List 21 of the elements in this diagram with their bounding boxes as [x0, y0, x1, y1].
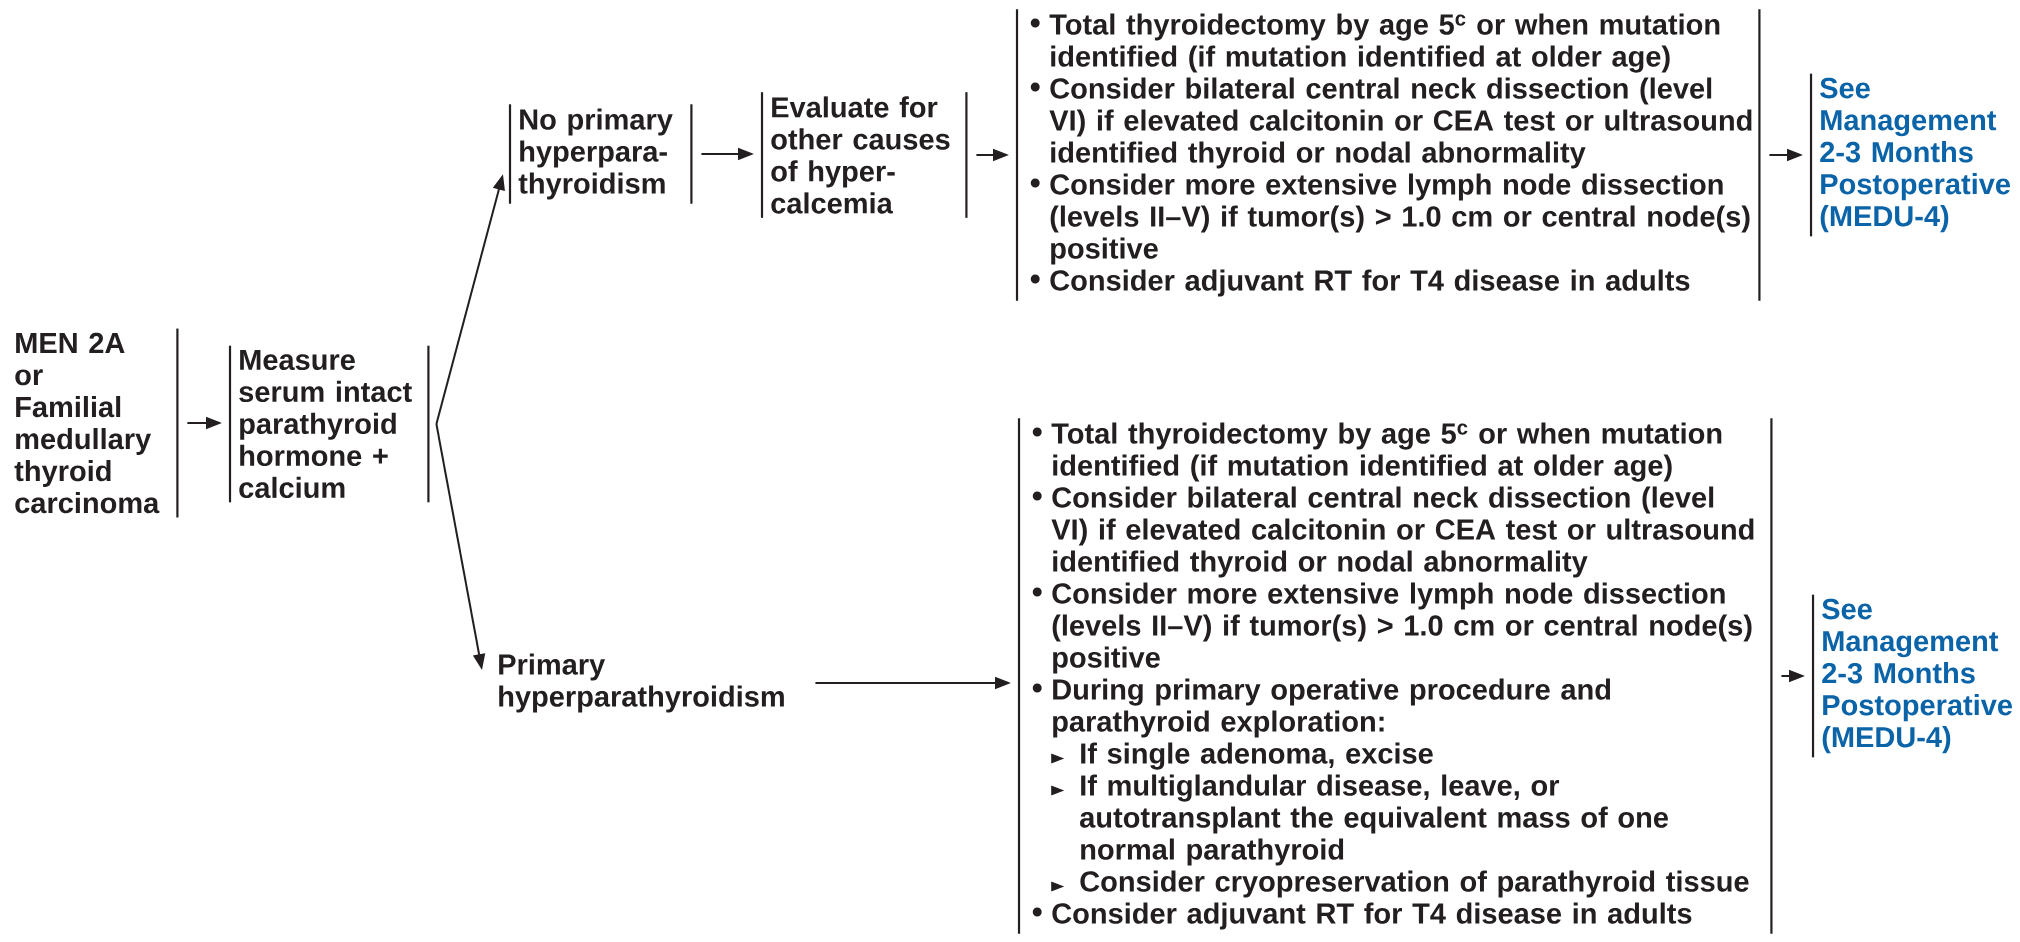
recommendation-box: Total thyroidectomy by age 5$^{c}$ or when mutation identified (if mutation identified at older age) Consider bilateral central neck dissection (level VI) if elevated calcitonin or CEA test or ultrasound identified thyroid or nodal abnormality Consider more extensive lymph node dissection (levels II–V) if tumor(s) > 1.0 cm or central node(s) positive During primary operative procedure and parathyroid exploration: If single adenoma, excise If multiglandular disease, leave, or autotransplant the equivalent mass of one normal parathyroid Consider cryopreservation of parathyroid tissue Consider adjuvant RT for T4 disease in adults — [1017, 418, 1773, 934]
step-box: MEN 2A or Familial medullary thyroid carcinoma — [14, 328, 179, 518]
node-label: Consider adjuvant RT for T4 disease in adults — [1050, 269, 1690, 297]
step-box: Measure serum intact parathyroid hormone + calcium — [228, 345, 430, 503]
step-box: No primary hyperpara-thyroidism — [508, 104, 693, 204]
node-label: Consider cryopreservation of parathyroid tissue — [1080, 870, 1749, 898]
node-label: Total thyroidectomy by age 5$^{c}$ or when mutation identified (if mutation identified at older age) — [1051, 422, 1722, 482]
step-box: Evaluate for other causes of hyper-calcemia — [760, 92, 968, 218]
node-label: Consider bilateral central neck dissection (level VI) if elevated calcitonin or CEA test or ultrasound identified thyroid or nodal abnormality — [1051, 486, 1754, 578]
condition-text: Primary hyperparathyroidism — [499, 653, 784, 713]
node-label: Consider bilateral central neck dissection (level VI) if elevated calcitonin or CEA test or ultrasound identified thyroid or nodal abnormality — [1049, 77, 1752, 169]
node-label: Consider adjuvant RT for T4 disease in adults — [1052, 902, 1692, 930]
node-label: During primary operative procedure and parathyroid exploration: — [1053, 678, 1611, 738]
link-text: See Management 2-3 Months Postoperative (MEDU-4) — [1809, 73, 2010, 237]
link-text: See Management 2-3 Months Postoperative (MEDU-4) — [1811, 594, 2012, 758]
node-label: Consider more extensive lymph node dissection (levels II–V) if tumor(s) > 1.0 cm or central node(s) positive — [1050, 173, 1750, 265]
node-label: Consider more extensive lymph node dissection (levels II–V) if tumor(s) > 1.0 cm or central node(s) positive — [1052, 582, 1752, 674]
recommendation-box: Total thyroidectomy by age 5$^{c}$ or when mutation identified (if mutation identified at older age) Consider bilateral central neck dissection (level VI) if elevated calcitonin or CEA test or ultrasound identified thyroid or nodal abnormality Consider more extensive lymph node dissection (levels II–V) if tumor(s) > 1.0 cm or central node(s) positive Consider adjuvant RT for T4 disease in adults — [1015, 9, 1761, 301]
node-label: If multiglandular disease, leave, or autotransplant the equivalent mass of one normal parathyroid — [1080, 774, 1668, 866]
node-label: Total thyroidectomy by age 5$^{c}$ or when mutation identified (if mutation identified at older age) — [1049, 13, 1720, 73]
node-label: If single adenoma, excise — [1081, 742, 1433, 770]
